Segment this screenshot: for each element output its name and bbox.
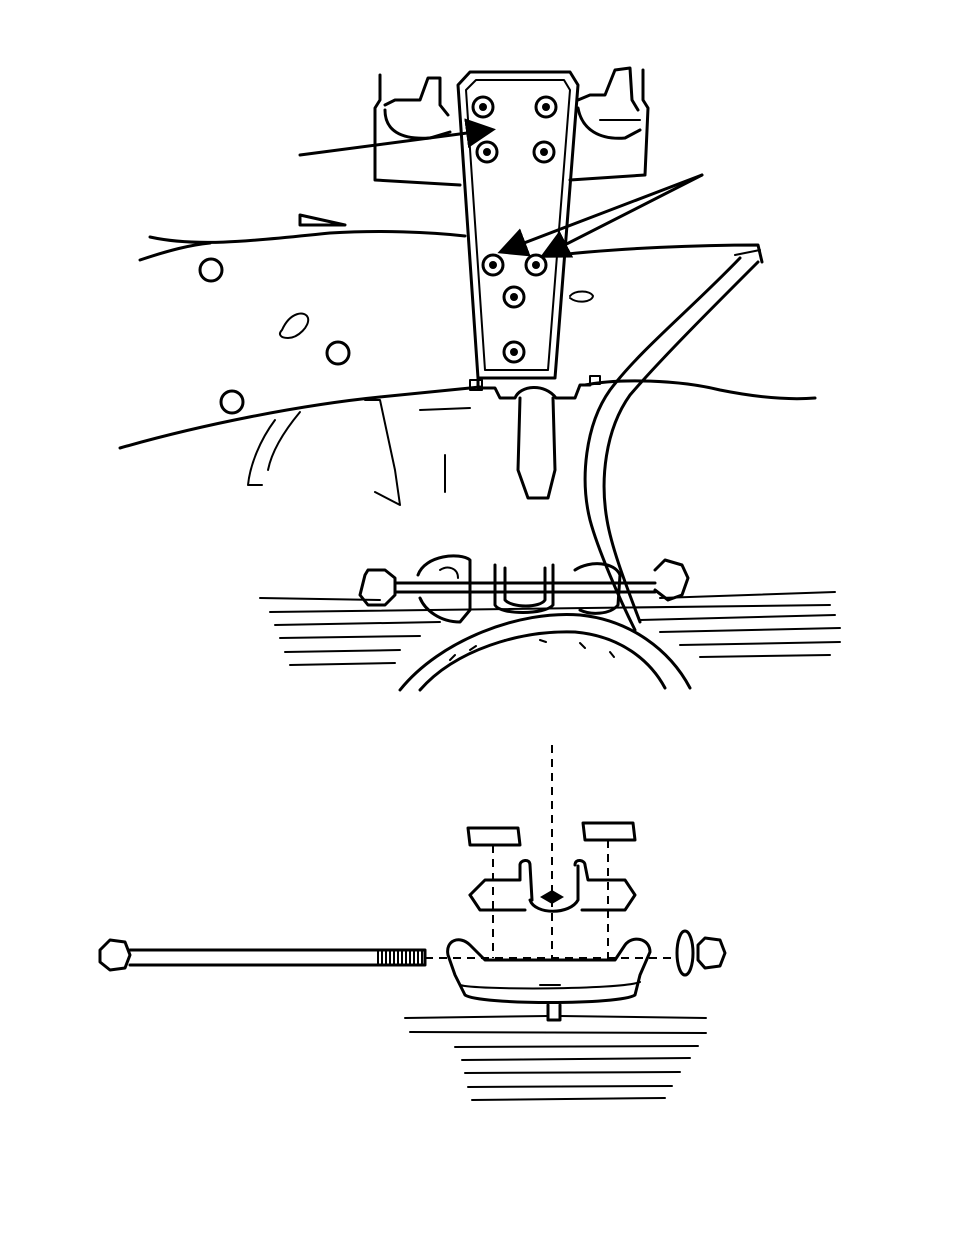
leaf-spring-lower	[405, 1016, 706, 1100]
brake-line	[585, 250, 760, 630]
upper-mount-brackets	[375, 68, 648, 185]
washer-and-nut	[677, 931, 725, 975]
bump-stop	[470, 376, 600, 498]
plate-bolts	[473, 97, 556, 362]
mounting-plate	[458, 72, 578, 378]
long-bolt	[100, 940, 685, 970]
lower-bracket	[448, 939, 650, 1020]
frame-rail	[120, 215, 815, 505]
lower-exploded-view	[100, 745, 725, 1100]
callout-arrows	[300, 130, 702, 255]
spring-clamp	[360, 556, 688, 622]
bolt-threads	[378, 950, 422, 965]
callout-arrow-lower-left	[503, 175, 702, 251]
upper-assembly-view	[120, 68, 840, 690]
